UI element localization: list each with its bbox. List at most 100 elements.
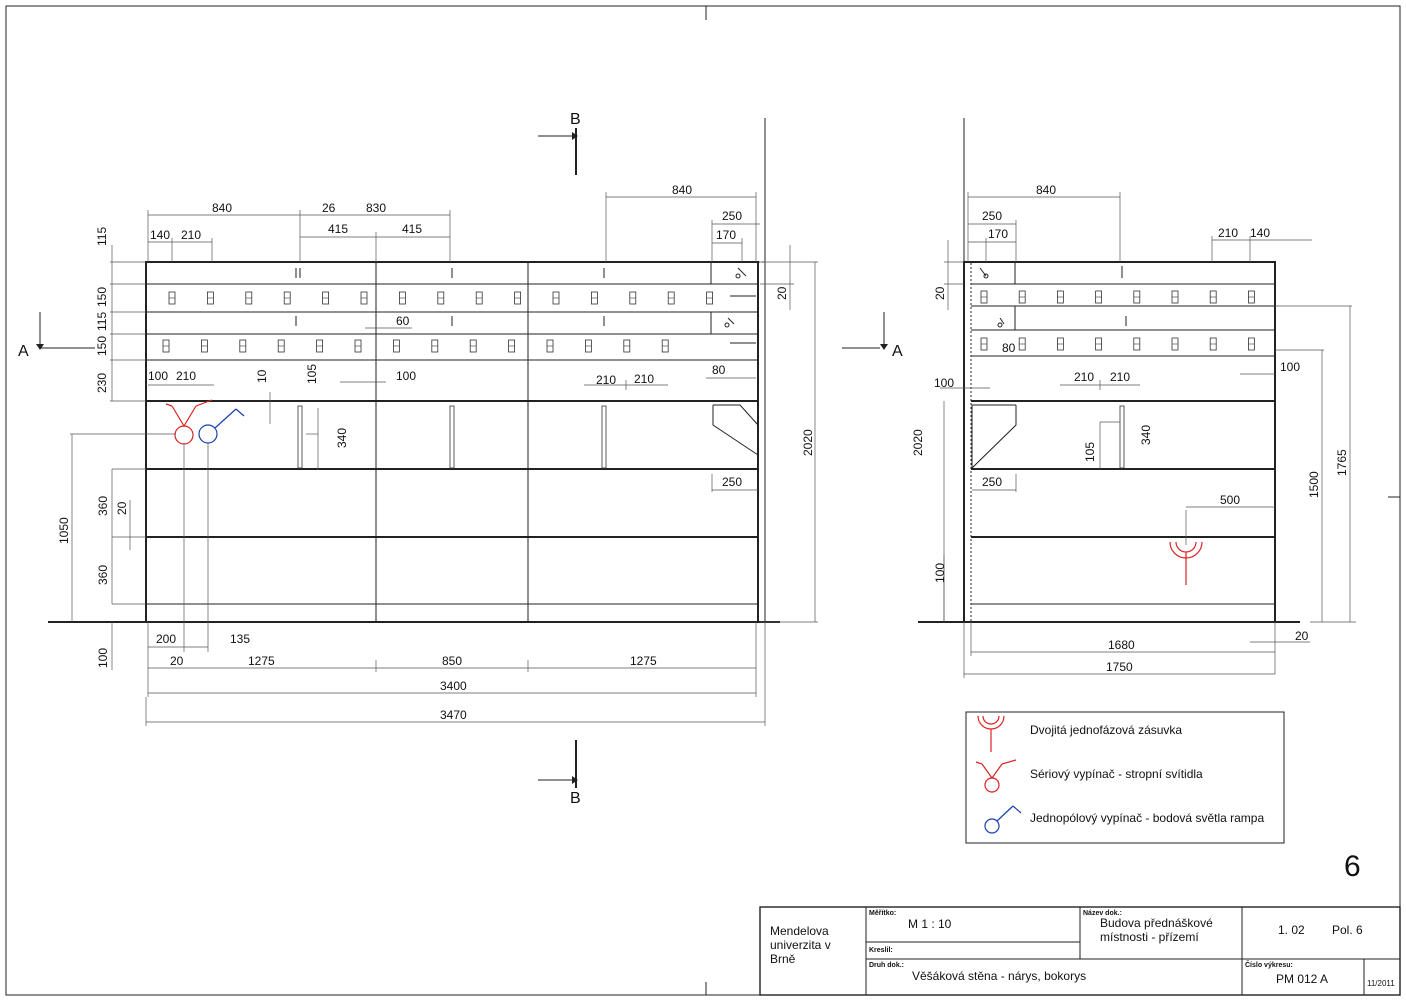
dim-text: 210 (176, 369, 196, 383)
legend-item-double-socket: Dvojitá jednofázová zásuvka (1030, 723, 1182, 737)
doc-type: Věšáková stěna - nárys, bokorys (912, 969, 1086, 983)
dim-text: 20 (115, 501, 129, 515)
dim-text: 210 (1218, 226, 1238, 240)
dim-text: 115 (95, 227, 109, 246)
doc-name-label: Název dok.: (1083, 910, 1122, 917)
dim-text: 415 (402, 222, 422, 236)
dim-text: 100 (96, 648, 110, 668)
side-dimension-texts: 840 250 170 210 140 20 80 100 210 210 10… (911, 183, 1349, 674)
dim-text: 1680 (1108, 638, 1135, 652)
dim-text: 150 (95, 287, 109, 307)
hanger-bar (1119, 405, 1125, 469)
dim-text: 135 (230, 632, 250, 646)
dim-text: 80 (1002, 341, 1016, 355)
doc-type-label: Druh dok.: (869, 962, 904, 969)
hook-rows (162, 291, 713, 353)
drawing-no-label: Číslo výkresu: (1245, 960, 1293, 969)
legend-single-switch-icon (984, 805, 1022, 834)
hanger-bar (601, 405, 607, 469)
dim-text: 360 (96, 496, 110, 516)
dim-text: 20 (775, 286, 789, 300)
dim-text: 210 (181, 228, 201, 242)
dim-text: 3470 (440, 708, 467, 722)
hanger-bar (449, 405, 455, 469)
side-view: A (842, 118, 1356, 678)
dim-text: 100 (396, 369, 416, 383)
dim-text: 340 (1139, 425, 1153, 445)
dim-text: 230 (95, 373, 109, 393)
institution-name-box: Mendelova univerzita v Brně (770, 924, 831, 966)
dim-text: 105 (1083, 442, 1097, 462)
dim-text: 140 (150, 228, 170, 242)
dim-text: 1275 (630, 654, 657, 668)
dim-text: 100 (934, 376, 954, 390)
dim-text: 340 (335, 428, 349, 448)
legend-box (965, 711, 1285, 844)
dim-text: 250 (722, 475, 742, 489)
dim-text: 100 (933, 563, 947, 583)
double-socket-symbol (1169, 510, 1203, 585)
section-mark-b-bottom: B (538, 740, 581, 807)
sheet-border (5, 5, 1401, 996)
dim-text: 210 (634, 372, 654, 386)
legend: Dvojitá jednofázová zásuvka Sériový vypí… (965, 711, 1285, 844)
dim-text: 210 (1110, 370, 1130, 384)
dim-text: 1750 (1106, 660, 1133, 674)
doc-name: Budova přednáškové místnosti - přízemí (1100, 916, 1213, 944)
dim-text: 140 (1250, 226, 1270, 240)
dim-text: 20 (933, 286, 947, 300)
side-dimension-lines (940, 192, 1356, 678)
scale-value: M 1 : 10 (908, 917, 952, 931)
drawing-number: PM 012 A (1276, 972, 1328, 986)
dim-text: 20 (1295, 629, 1309, 643)
side-frame (963, 261, 1276, 623)
title-block: Měřítko: M 1 : 10 Kreslil: Druh dok.: Vě… (759, 906, 1401, 996)
dim-text: 150 (95, 336, 109, 356)
hanger-bar (297, 405, 303, 469)
dim-text: 170 (716, 228, 736, 242)
dim-text: 100 (148, 369, 168, 383)
dim-text: 1275 (248, 654, 275, 668)
dim-text: 850 (442, 654, 462, 668)
section-label-b-top: B (570, 111, 581, 128)
dim-text: 10 (255, 369, 269, 383)
dim-text: 26 (322, 201, 336, 215)
side-panel-hatch (757, 261, 766, 623)
dim-text: 840 (1036, 183, 1056, 197)
dim-text: 415 (328, 222, 348, 236)
legend-item-serial-switch: Sériový vypínač - stropní svítidla (1030, 767, 1203, 781)
legend-item-single-switch: Jednopólový vypínač - bodová světla ramp… (1030, 811, 1264, 825)
dim-text: 830 (366, 201, 386, 215)
dim-text: 360 (96, 565, 110, 585)
rod-marks (295, 267, 756, 344)
sheet-number: 6 (1344, 850, 1361, 883)
bracket-outline (712, 404, 759, 456)
dim-text: 2020 (911, 429, 925, 456)
dim-text: 2020 (801, 429, 815, 456)
serial-switch-symbol (165, 399, 213, 445)
dim-text: 20 (170, 654, 184, 668)
dim-text: 250 (982, 209, 1002, 223)
single-switch-symbol (198, 408, 245, 444)
rod-marks (979, 266, 1127, 328)
bracket-outline (971, 404, 1017, 470)
dim-text: 840 (212, 201, 232, 215)
drawing-date: 11/2011 (1367, 979, 1395, 988)
front-dimension-texts: 840 26 830 415 415 840 250 170 140 210 1… (57, 183, 815, 722)
section-label-b-bottom: B (570, 790, 581, 807)
dim-text: 1765 (1335, 449, 1349, 476)
dim-text: 105 (305, 364, 319, 384)
drawn-label: Kreslil: (869, 947, 893, 954)
scale-label: Měřítko: (869, 910, 896, 917)
legend-serial-switch-icon (975, 759, 1017, 793)
dim-text: 115 (95, 312, 109, 331)
dim-text: 80 (712, 363, 726, 377)
institution-name: Mendelova univerzita v Brně (770, 924, 831, 966)
doc-name-box: Budova přednáškové místnosti - přízemí (1100, 916, 1213, 944)
dim-text: 200 (156, 632, 176, 646)
front-dimension-lines (71, 192, 818, 726)
dim-text: 250 (722, 209, 742, 223)
section-mark-a-right: A (842, 312, 903, 360)
hook-rows (980, 290, 1255, 351)
